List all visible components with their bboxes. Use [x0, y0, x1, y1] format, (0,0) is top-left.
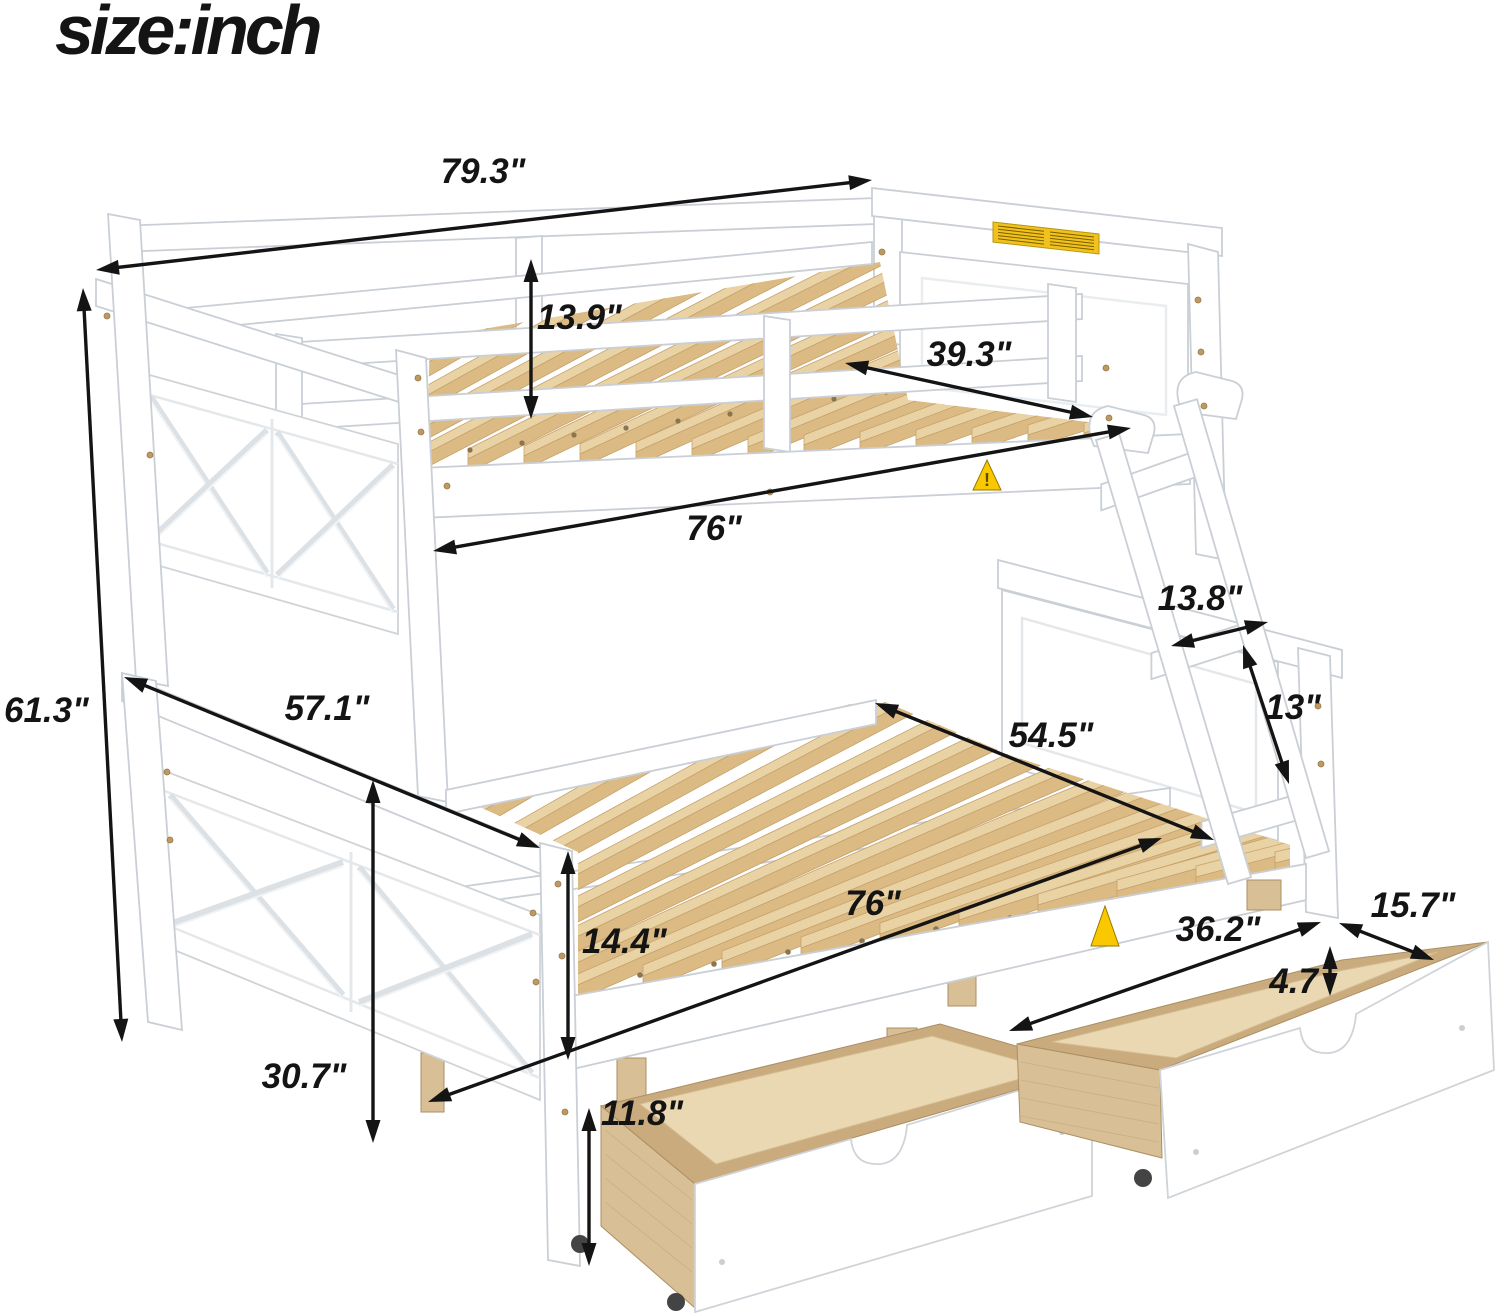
svg-text:76": 76"	[845, 884, 901, 923]
svg-text:13.8": 13.8"	[1158, 579, 1243, 618]
svg-text:61.3": 61.3"	[4, 691, 89, 730]
svg-text:11.8": 11.8"	[601, 1094, 684, 1133]
svg-text:4.7: 4.7	[1268, 962, 1319, 1001]
svg-text:39.3": 39.3"	[927, 335, 1012, 374]
svg-text:36.2": 36.2"	[1176, 910, 1261, 949]
svg-text:76": 76"	[686, 509, 742, 548]
svg-text:57.1": 57.1"	[285, 689, 370, 728]
svg-text:30.7": 30.7"	[262, 1057, 347, 1096]
svg-text:54.5": 54.5"	[1009, 716, 1094, 755]
svg-text:14.4": 14.4"	[582, 922, 667, 961]
svg-text:15.7": 15.7"	[1371, 886, 1456, 925]
svg-text:!: !	[984, 470, 990, 490]
svg-text:size:inch: size:inch	[55, 0, 320, 69]
svg-text:13": 13"	[1265, 688, 1321, 727]
svg-text:13.9": 13.9"	[537, 298, 622, 337]
svg-text:79.3": 79.3"	[441, 152, 526, 191]
